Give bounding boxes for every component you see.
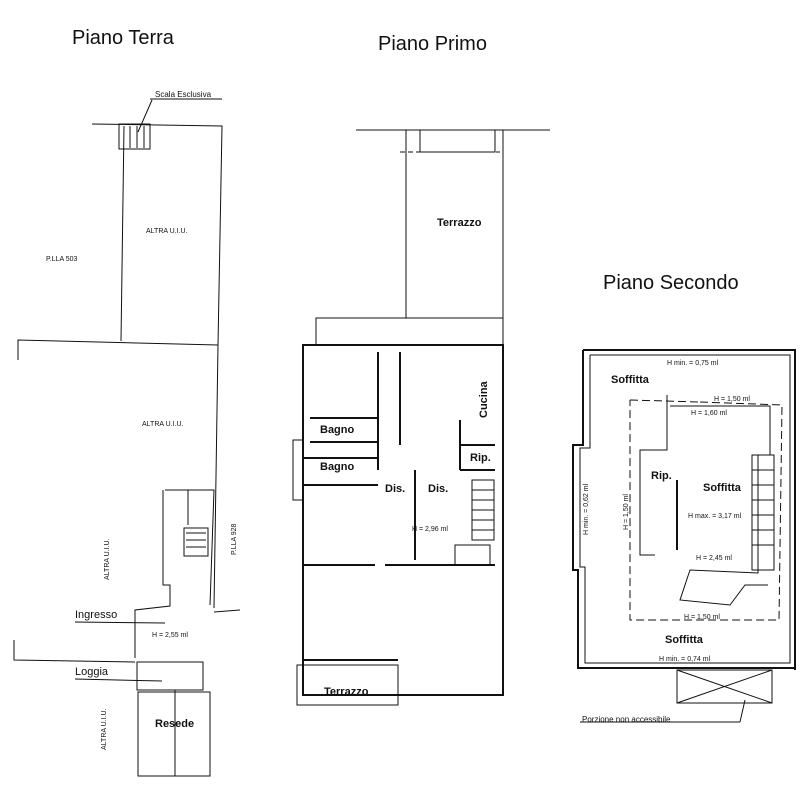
altra-uiu-label: ALTRA U.I.U. bbox=[104, 538, 111, 581]
hmin-label: H min. = 0,75 ml bbox=[667, 360, 719, 367]
soffitta-label: Soffitta bbox=[611, 374, 649, 386]
height-label: H = 1,50 ml bbox=[623, 494, 630, 530]
piano-terra-title: Piano Terra bbox=[72, 27, 174, 49]
altra-uiu-label: ALTRA U.I.U. bbox=[146, 228, 188, 235]
plla-503-label: P.LLA 503 bbox=[46, 256, 78, 263]
hmax-label: H max. = 3,17 ml bbox=[688, 513, 742, 520]
piano-primo-title: Piano Primo bbox=[378, 33, 487, 55]
porzione-non-accessibile-label: Porzione non accessibile bbox=[582, 715, 671, 724]
height-label: H = 2,96 ml bbox=[412, 526, 448, 533]
rip-label: Rip. bbox=[651, 470, 672, 482]
piano-primo-plan bbox=[292, 129, 550, 706]
height-label: H = 1,50 ml bbox=[684, 614, 720, 621]
altra-uiu-label: ALTRA U.I.U. bbox=[142, 421, 184, 428]
ingresso-label: Ingresso bbox=[75, 609, 118, 621]
scala-esclusiva-label: Scala Esclusiva bbox=[155, 90, 212, 99]
terrazzo-label: Terrazzo bbox=[437, 217, 482, 229]
rip-label: Rip. bbox=[470, 452, 491, 464]
hmin-label: H min. = 0,74 ml bbox=[659, 656, 711, 663]
loggia-label: Loggia bbox=[75, 666, 109, 678]
piano-secondo-title: Piano Secondo bbox=[603, 272, 739, 294]
dis-label: Dis. bbox=[428, 483, 449, 495]
plla-928-label: P.LLA 928 bbox=[231, 523, 238, 555]
height-label: H = 2,45 ml bbox=[696, 555, 732, 562]
height-label: H = 2,55 ml bbox=[152, 632, 188, 639]
soffitta-label: Soffitta bbox=[703, 482, 741, 494]
soffitta-label: Soffitta bbox=[665, 634, 703, 646]
hmin-label: H min. = 0,62 ml bbox=[583, 483, 590, 535]
piano-terra-plan bbox=[13, 98, 241, 777]
resede-label: Resede bbox=[155, 718, 195, 730]
dis-label: Dis. bbox=[385, 483, 406, 495]
bagno-label: Bagno bbox=[320, 424, 355, 436]
bagno-label: Bagno bbox=[320, 461, 355, 473]
height-label: H = 1,60 ml bbox=[691, 410, 727, 417]
height-label: H = 1,50 ml bbox=[714, 396, 750, 403]
terrazzo-label: Terrazzo bbox=[324, 686, 369, 698]
piano-secondo-plan bbox=[572, 349, 796, 723]
cucina-label: Cucina bbox=[478, 381, 490, 418]
altra-uiu-label: ALTRA U.I.U. bbox=[101, 708, 108, 751]
